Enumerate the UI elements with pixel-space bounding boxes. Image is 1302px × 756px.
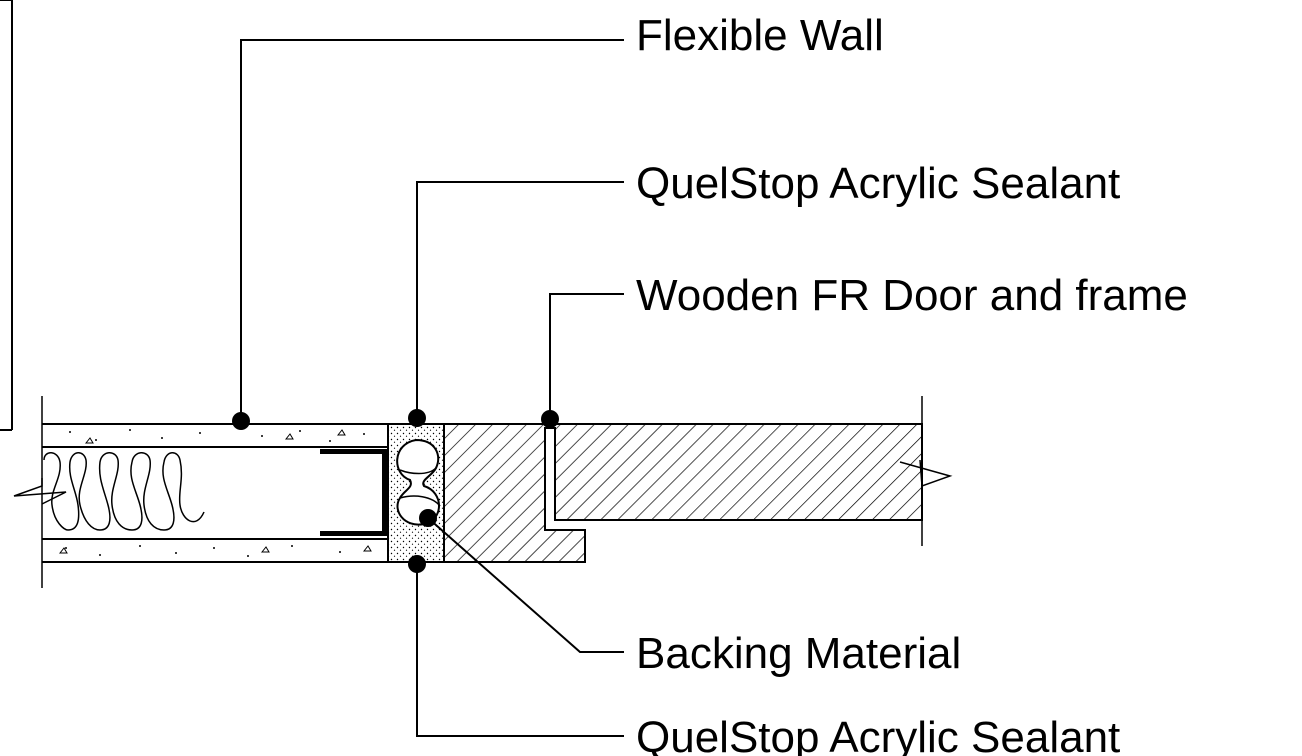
label-flexible-wall: Flexible Wall — [636, 11, 884, 60]
label-sealant-bottom: QuelStop Acrylic Sealant — [636, 713, 1120, 756]
label-door-frame: Wooden FR Door and frame — [636, 271, 1188, 320]
steel-stud-channel — [320, 449, 388, 536]
wooden-door-frame — [443, 396, 953, 563]
mineral-wool-insulation — [43, 452, 205, 531]
callout-door-frame: Wooden FR Door and frame — [541, 271, 1188, 428]
leader-dot — [541, 410, 559, 428]
leader-dot — [232, 412, 250, 430]
flexible-wall-section — [13, 396, 389, 588]
sealant-joint — [387, 423, 445, 563]
callout-sealant-bottom: QuelStop Acrylic Sealant — [408, 555, 1120, 756]
leader-dot — [408, 555, 426, 573]
leader-dot — [408, 409, 426, 427]
callout-flexible-wall: Flexible Wall — [232, 11, 884, 430]
plasterboard-speckle — [58, 429, 372, 557]
leader-dot — [419, 509, 437, 527]
sheet-border — [0, 0, 13, 431]
break-line-left — [13, 478, 67, 505]
callout-sealant-top: QuelStop Acrylic Sealant — [408, 159, 1120, 427]
label-backing-material: Backing Material — [636, 629, 961, 678]
label-sealant-top: QuelStop Acrylic Sealant — [636, 159, 1120, 208]
break-line-right — [899, 459, 953, 488]
callout-backing-material: Backing Material — [419, 509, 961, 678]
